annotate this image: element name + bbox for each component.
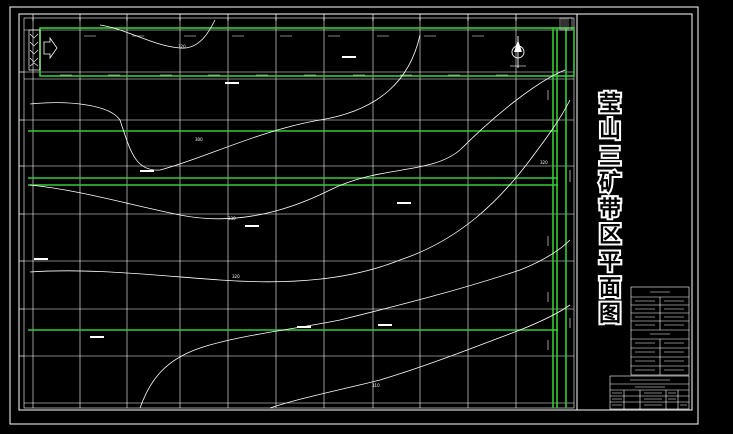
map-inner-frame — [23, 17, 575, 409]
title-char: 带 — [597, 195, 623, 224]
elevation-points — [34, 56, 411, 338]
title-char: 平 — [597, 248, 623, 277]
contour-line-4 — [29, 99, 571, 283]
top-strip-marks — [60, 35, 508, 76]
map-frame — [18, 13, 578, 411]
title-char: 矿 — [597, 169, 623, 198]
legend-marks — [635, 291, 684, 371]
left-ticks — [19, 71, 24, 357]
elev-point-4 — [245, 225, 259, 227]
hatched-legend-strip — [28, 29, 41, 71]
title-char: 山 — [597, 116, 623, 145]
vertical-grid — [32, 18, 517, 408]
title-char: 三 — [597, 143, 623, 172]
contour-label: 300 — [195, 137, 203, 142]
right-arrow-icon — [43, 36, 58, 60]
mine-boundary — [28, 27, 575, 408]
contour-line-6 — [269, 304, 571, 409]
north-arrow-icon — [510, 36, 526, 68]
horizontal-grid — [24, 29, 574, 404]
contour-line-3 — [29, 69, 566, 220]
elev-point-8 — [297, 326, 311, 328]
elev-point-7 — [90, 336, 104, 338]
contour-line-1 — [99, 19, 216, 49]
elev-point-1 — [342, 56, 356, 58]
title-char: 图 — [597, 300, 623, 329]
elev-point-9 — [378, 324, 392, 326]
legend-table — [630, 286, 690, 376]
title-block — [609, 375, 690, 410]
contour-label: 320 — [232, 274, 240, 279]
elev-point-5 — [397, 202, 411, 204]
contour-lines — [29, 19, 571, 409]
title-panel-frame — [576, 13, 693, 411]
elev-point-3 — [140, 170, 154, 172]
elev-point-6 — [34, 258, 48, 260]
drawing-title: 莹 山 三 矿 带 区 平 面 图 — [593, 90, 627, 329]
contour-line-5 — [139, 239, 571, 409]
title-char: 莹 — [597, 90, 623, 119]
elev-point-2 — [225, 82, 239, 84]
top-ticks — [32, 14, 517, 21]
title-char: 区 — [597, 221, 623, 250]
right-side-markers — [547, 90, 571, 350]
contour-label: 330 — [228, 216, 236, 221]
title-block-marks — [612, 379, 687, 406]
contour-label: 310 — [372, 383, 380, 388]
contour-line-2 — [29, 34, 421, 171]
contour-label: 320 — [540, 160, 548, 165]
contour-label: 320 — [178, 44, 186, 49]
title-char: 面 — [597, 274, 623, 303]
outer-frame — [9, 6, 699, 425]
